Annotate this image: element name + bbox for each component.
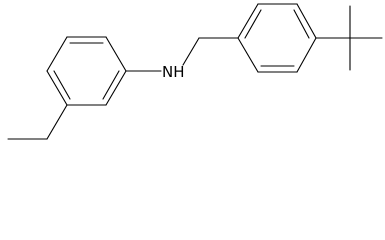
tert-butyl-group (315, 5, 383, 71)
ring-b-bond-4 (296, 37, 317, 73)
ring-a-bond-2 (105, 36, 127, 72)
ring-a-double-2 (102, 70, 120, 100)
ethyl-group (7, 104, 68, 140)
ring-b-double-1 (244, 9, 262, 39)
ring-b-bond-6 (237, 37, 259, 73)
nitrogen-label: NH (162, 63, 185, 81)
ethyl-bond-1 (46, 104, 68, 140)
ring-b-double-2 (293, 9, 310, 39)
nitrogen-to-ch2-bond (182, 37, 200, 66)
ring-a-bond-5 (46, 70, 68, 106)
molecule-structure: NH (7, 3, 383, 140)
ring-b-bond-1 (237, 3, 259, 39)
left-benzene-ring (46, 36, 127, 106)
amine-linker: NH (125, 37, 239, 81)
ring-b-bond-3 (296, 3, 317, 39)
right-benzene-ring (237, 3, 317, 73)
ring-a-double-3 (53, 70, 71, 100)
ring-a-bond-6 (46, 36, 68, 72)
ring-a-bond-3 (105, 70, 127, 106)
